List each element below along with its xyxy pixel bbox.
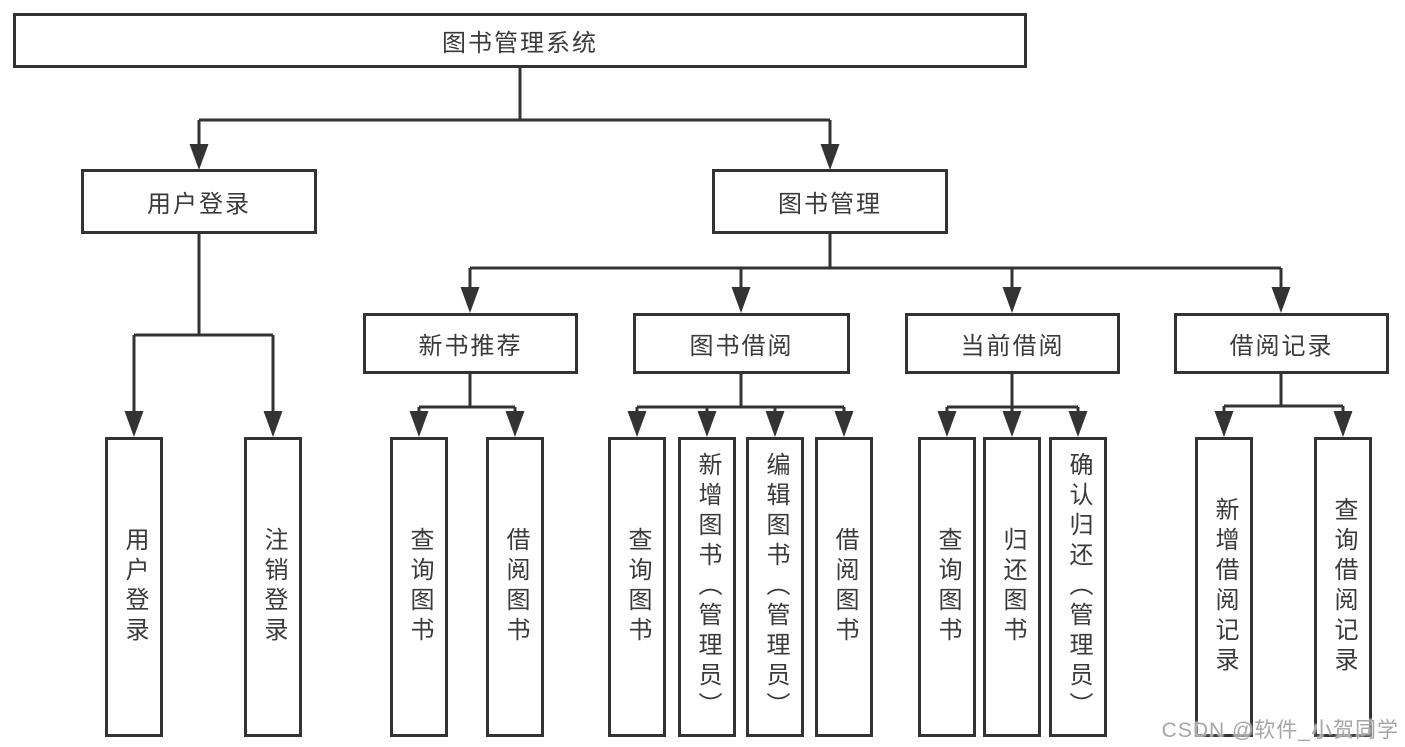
- node-book-borrowing-label: 图书借阅: [689, 333, 794, 360]
- node-user-login-leaf: 用户登录: [105, 437, 163, 737]
- node-cb-query-books: 查询图书: [918, 437, 976, 737]
- node-cb-query-books-label: 查询图书: [934, 527, 961, 647]
- node-br-query-record: 查询借阅记录: [1314, 437, 1372, 737]
- node-bb-edit-books-admin: 编辑图书（管理员）: [746, 437, 804, 737]
- arrow-icon: [460, 287, 480, 313]
- node-bb-query-books-label: 查询图书: [624, 527, 651, 647]
- arrow-icon: [1002, 411, 1022, 437]
- node-nb-borrow-books-label: 借阅图书: [502, 527, 529, 647]
- node-cb-return-books: 归还图书: [983, 437, 1041, 737]
- node-br-query-record-label: 查询借阅记录: [1330, 497, 1357, 677]
- node-cb-confirm-return-admin: 确认归还（管理员）: [1049, 437, 1107, 737]
- node-bb-borrow-books: 借阅图书: [815, 437, 873, 737]
- arrow-icon: [1002, 287, 1022, 313]
- arrow-icon: [189, 144, 209, 170]
- arrow-icon: [409, 411, 429, 437]
- node-borrowing-records-label: 借阅记录: [1229, 333, 1334, 360]
- node-root-label: 图书管理系统: [442, 30, 598, 57]
- node-book-management-label: 图书管理: [778, 191, 882, 218]
- node-root-system: 图书管理系统: [13, 13, 1027, 68]
- arrow-icon: [1214, 411, 1234, 437]
- node-cb-return-books-label: 归还图书: [999, 527, 1026, 647]
- arrow-icon: [1068, 411, 1088, 437]
- arrow-icon: [263, 411, 283, 437]
- node-book-borrowing: 图书借阅: [633, 313, 850, 374]
- arrow-icon: [124, 411, 144, 437]
- arrow-icon: [697, 411, 717, 437]
- node-logout-leaf-label: 注销登录: [260, 527, 287, 647]
- arrow-icon: [731, 287, 751, 313]
- node-new-book-recommend: 新书推荐: [363, 313, 578, 374]
- arrow-icon: [1271, 287, 1291, 313]
- node-bb-edit-books-admin-label: 编辑图书（管理员）: [762, 452, 789, 722]
- node-new-book-recommend-label: 新书推荐: [418, 333, 523, 360]
- node-nb-query-books: 查询图书: [390, 437, 448, 737]
- node-user-login-leaf-label: 用户登录: [121, 527, 148, 647]
- watermark: CSDN @软件_小贺同学: [1161, 719, 1399, 742]
- arrowheads: [124, 144, 1353, 437]
- arrow-icon: [505, 411, 525, 437]
- arrow-icon: [627, 411, 647, 437]
- node-user-login-label: 用户登录: [147, 191, 251, 218]
- node-br-add-record-label: 新增借阅记录: [1211, 497, 1238, 677]
- node-user-login: 用户登录: [81, 169, 317, 234]
- node-nb-borrow-books: 借阅图书: [486, 437, 544, 737]
- node-borrowing-records: 借阅记录: [1174, 313, 1389, 374]
- node-bb-add-books-admin-label: 新增图书（管理员）: [694, 452, 721, 722]
- node-current-borrowing-label: 当前借阅: [960, 333, 1065, 360]
- arrow-icon: [937, 411, 957, 437]
- node-bb-add-books-admin: 新增图书（管理员）: [678, 437, 736, 737]
- node-current-borrowing: 当前借阅: [905, 313, 1120, 374]
- arrow-icon: [765, 411, 785, 437]
- node-cb-confirm-return-admin-label: 确认归还（管理员）: [1065, 452, 1092, 722]
- node-nb-query-books-label: 查询图书: [406, 527, 433, 647]
- arrow-icon: [834, 411, 854, 437]
- arrow-icon: [1333, 411, 1353, 437]
- node-bb-borrow-books-label: 借阅图书: [831, 527, 858, 647]
- node-book-management: 图书管理: [712, 169, 948, 234]
- node-br-add-record: 新增借阅记录: [1195, 437, 1253, 737]
- node-bb-query-books: 查询图书: [608, 437, 666, 737]
- arrow-icon: [820, 144, 840, 170]
- node-logout-leaf: 注销登录: [244, 437, 302, 737]
